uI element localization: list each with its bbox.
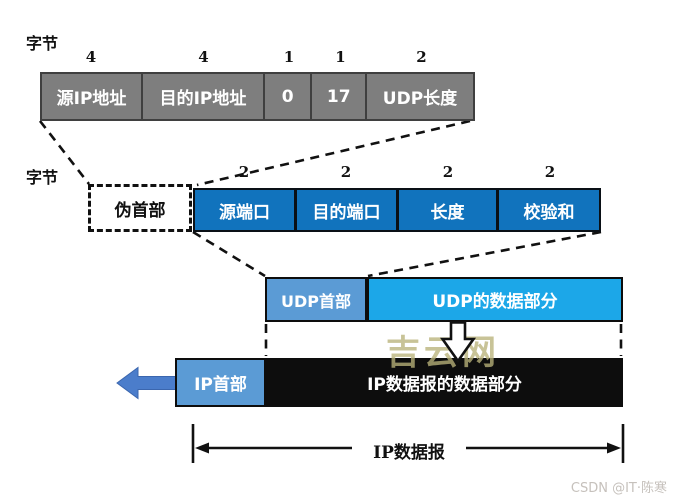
ip-header-box: IP首部: [175, 358, 266, 407]
field-protocol-17: 17: [312, 74, 367, 119]
byte-count: 1: [283, 48, 295, 66]
dashed-connector-udp-right: [367, 230, 602, 278]
field-zero: 0: [264, 74, 313, 119]
dashed-connector-udp-left: [192, 230, 266, 278]
pseudo-header-fields-row: 源IP地址 目的IP地址 0 17 UDP长度: [40, 72, 475, 121]
byte-count: 1: [335, 48, 346, 66]
ip-datagram-span-label: IP数据报: [373, 443, 445, 463]
udp-data-box: UDP的数据部分: [367, 277, 623, 322]
byte-count: 4: [85, 48, 97, 66]
byte-count: 2: [340, 163, 352, 181]
measure-arrowhead-left: [195, 442, 209, 454]
corner-watermark: CSDN @IT·陈寒: [570, 481, 667, 496]
field-udp-length: UDP长度: [366, 74, 473, 119]
field-source-port: 源端口: [195, 190, 297, 230]
byte-unit-label-middle: 字节: [26, 168, 59, 187]
measure-arrowhead-right: [607, 442, 621, 454]
field-length: 长度: [399, 190, 499, 230]
center-watermark: 吉云网: [386, 333, 500, 373]
byte-count: 2: [416, 48, 427, 66]
left-arrow-icon: [116, 366, 177, 400]
byte-counts-udp-row: 2 2 2 2: [193, 163, 601, 181]
ip-data-box: IP数据报的数据部分: [266, 358, 623, 407]
dashed-connector-gray-left: [38, 120, 91, 185]
byte-counts-pseudo-row: 4 4 1 1 2: [40, 48, 475, 66]
byte-count: 4: [198, 48, 209, 66]
pseudo-header-box: 伪首部: [88, 184, 192, 232]
byte-count: 2: [544, 163, 556, 181]
udp-header-box: UDP首部: [265, 277, 367, 322]
field-dest-port: 目的端口: [297, 190, 399, 230]
byte-count: 2: [442, 163, 454, 181]
down-arrow-icon: [439, 321, 477, 364]
left-arrow-layer: [116, 366, 177, 400]
down-arrow-layer: [439, 321, 477, 364]
byte-count: 2: [238, 163, 250, 181]
dashed-connector-gray-right: [196, 119, 471, 187]
byte-unit-label-top: 字节: [26, 34, 59, 53]
field-checksum: 校验和: [499, 190, 599, 230]
field-source-ip: 源IP地址: [42, 74, 144, 119]
udp-header-fields-row: 源端口 目的端口 长度 校验和: [193, 188, 601, 232]
field-dest-ip: 目的IP地址: [143, 74, 265, 119]
